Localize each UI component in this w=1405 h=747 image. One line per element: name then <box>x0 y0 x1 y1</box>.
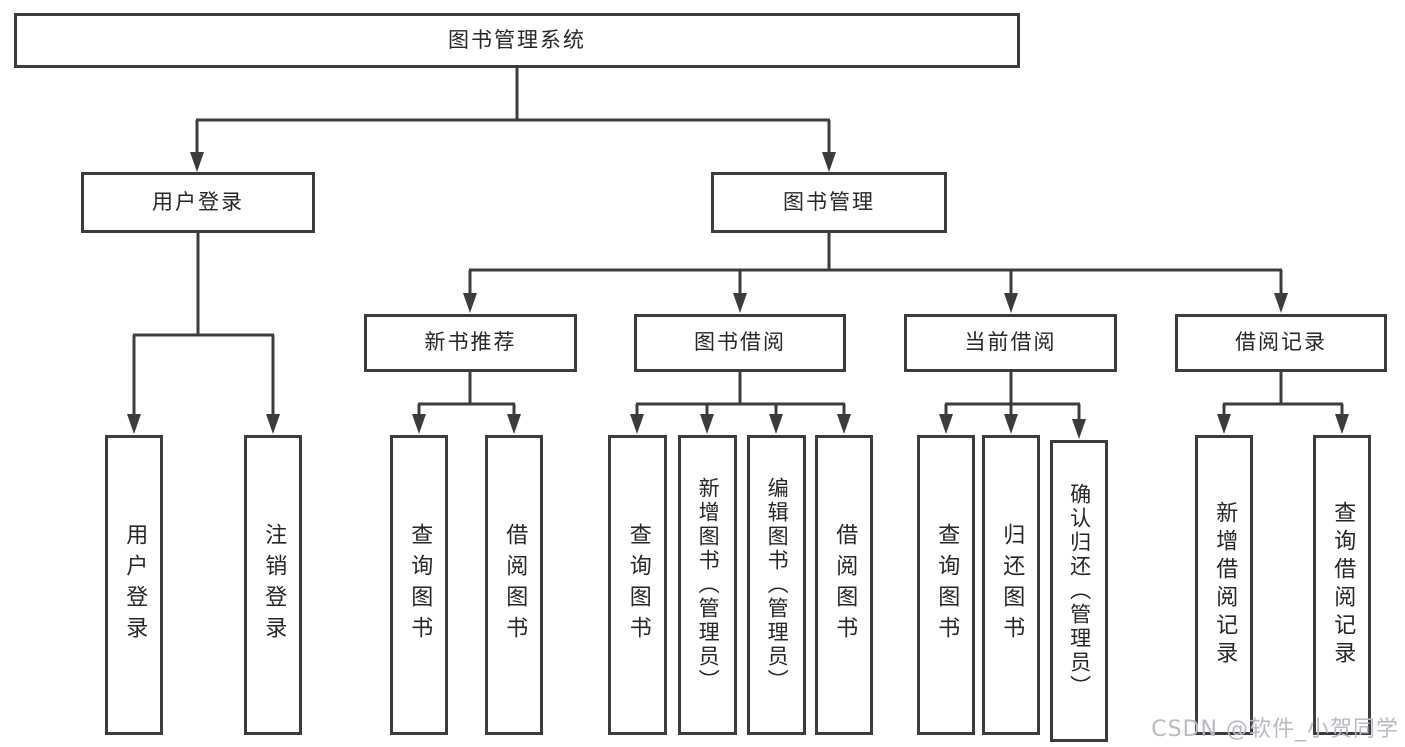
leaf-borrow-books-recommend: 借阅图书 <box>485 435 543 735</box>
leaf-confirm-return-admin: 确认归还（管理员） <box>1050 440 1108 742</box>
connector-lines-path <box>132 68 1344 419</box>
leaf-query-books-recommend: 查询图书 <box>390 435 448 735</box>
node-new-book-recommend: 新书推荐 <box>364 314 577 372</box>
node-book-management: 图书管理 <box>711 172 947 233</box>
leaf-borrow-books: 借阅图书 <box>815 435 873 735</box>
arrowheads-path <box>127 152 1349 439</box>
leaf-query-books-borrow: 查询图书 <box>608 435 667 735</box>
leaf-user-login: 用户登录 <box>105 435 163 735</box>
node-book-borrow: 图书借阅 <box>634 314 846 372</box>
leaf-add-book-admin: 新增图书（管理员） <box>678 435 737 735</box>
node-borrow-records: 借阅记录 <box>1175 314 1387 372</box>
leaf-query-books-current: 查询图书 <box>917 435 975 735</box>
leaf-return-book: 归还图书 <box>982 435 1040 735</box>
leaf-logout: 注销登录 <box>244 435 302 735</box>
node-user-login: 用户登录 <box>81 172 315 233</box>
leaf-add-borrow-record: 新增借阅记录 <box>1195 435 1253 735</box>
node-root: 图书管理系统 <box>14 13 1020 68</box>
watermark: CSDN @软件_小贺同学 <box>1151 717 1399 742</box>
leaf-query-borrow-record: 查询借阅记录 <box>1313 435 1371 735</box>
leaf-edit-book-admin: 编辑图书（管理员） <box>747 435 806 735</box>
node-current-borrow: 当前借阅 <box>904 314 1117 372</box>
